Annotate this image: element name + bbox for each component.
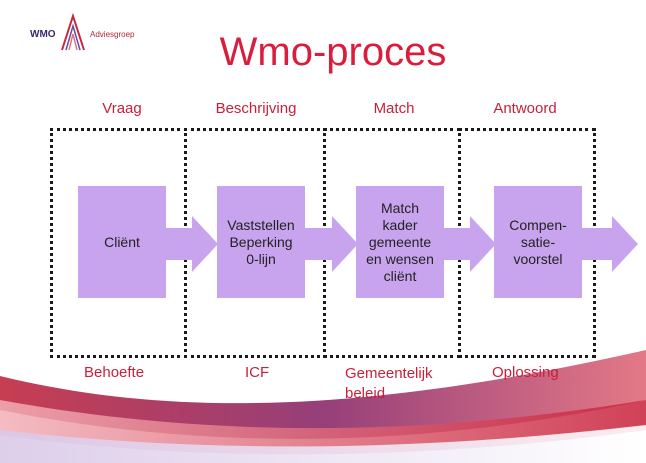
column-foot-oplossing: Oplossing	[492, 364, 559, 381]
process-box-client: Cliënt	[78, 186, 166, 298]
process-box-client-text: Cliënt	[104, 233, 140, 250]
process-box-vaststellen-line-3: 0-lijn	[246, 250, 276, 267]
process-box-vaststellen-line-1: Vaststellen	[227, 216, 295, 233]
column-foot-behoefte: Behoefte	[84, 364, 145, 381]
column-head-beschrijving: Beschrijving	[215, 100, 297, 117]
decorative-waves	[0, 350, 646, 463]
logo-wmo-text: WMO	[30, 29, 56, 40]
column-foot-gemeentelijk: Gemeentelijk beleid	[345, 364, 433, 404]
logo-subtitle: Adviesgroep	[90, 30, 135, 39]
arrow-2-icon	[290, 216, 358, 272]
column-foot-gemeentelijk-line-1: Gemeentelijk	[345, 365, 433, 382]
column-head-antwoord: Antwoord	[493, 100, 557, 117]
column-foot-icf: ICF	[245, 364, 270, 381]
page-title: Wmo-proces	[219, 30, 447, 74]
process-box-match-line-1: Match	[380, 199, 420, 216]
arrow-1-icon	[150, 216, 218, 272]
column-foot-gemeentelijk-line-2: beleid	[345, 385, 386, 402]
logo: WMO Adviesgroep	[24, 12, 154, 56]
process-box-compensatie: Compen- satie- voorstel	[494, 186, 582, 298]
process-box-match-line-3: gemeente	[368, 233, 432, 250]
arrow-4-icon	[570, 216, 638, 272]
column-head-match: Match	[373, 100, 415, 117]
process-box-match: Match kader gemeente en wensen cliënt	[356, 186, 444, 298]
logo-arch-icon	[61, 12, 85, 51]
process-box-vaststellen: Vaststellen Beperking 0-lijn	[217, 186, 305, 298]
process-box-match-line-4: en wensen	[366, 250, 434, 267]
process-box-compensatie-line-2: satie-	[520, 233, 556, 250]
column-head-vraag: Vraag	[102, 100, 142, 117]
process-box-compensatie-line-3: voorstel	[513, 250, 563, 267]
process-box-match-line-2: kader	[382, 216, 418, 233]
process-box-vaststellen-line-2: Beperking	[229, 233, 293, 250]
process-box-match-line-5: cliënt	[383, 267, 417, 284]
process-box-compensatie-line-1: Compen-	[509, 216, 567, 233]
arrow-3-icon	[428, 216, 496, 272]
